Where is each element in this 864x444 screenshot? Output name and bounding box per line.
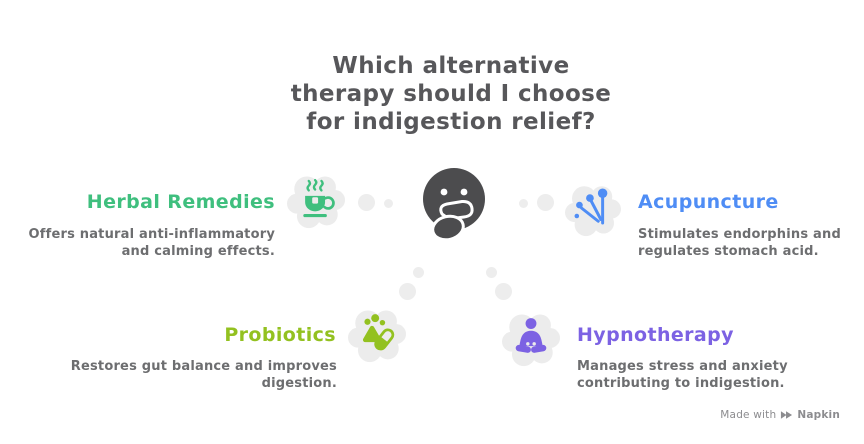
thought-dot (399, 283, 416, 300)
page-title: Which alternative therapy should I choos… (221, 52, 681, 136)
acupuncture-thought-cloud (565, 186, 621, 237)
probiotic-capsule-icon (362, 314, 395, 351)
made-with-napkin-watermark: Made with Napkin (720, 409, 840, 421)
napkin-logo-icon (781, 411, 793, 419)
made-with-label: Made with (720, 409, 777, 421)
probiotics-thought-cloud (348, 310, 406, 363)
therapy-desc-acupuncture: Stimulates endorphins and regulates stom… (638, 227, 841, 259)
tea-cup-icon (303, 178, 335, 218)
thought-dot (358, 194, 375, 211)
therapy-desc-hypnotherapy: Manages stress and anxiety contributing … (577, 359, 788, 391)
thought-dot (384, 199, 393, 208)
thought-dot (495, 283, 512, 300)
title-line-3: for indigestion relief? (306, 109, 596, 135)
meditation-person-icon (515, 318, 547, 353)
title-line-1: Which alternative (332, 53, 570, 79)
therapy-desc-herbal-remedies: Offers natural anti-inflammatory and cal… (28, 227, 275, 259)
right-eye (460, 188, 468, 196)
hand-on-chin (431, 199, 474, 242)
thinking-face-icon (423, 168, 485, 242)
acupuncture-needles-icon (574, 188, 608, 225)
thought-dot (413, 267, 424, 278)
napkin-brand-label: Napkin (797, 409, 840, 421)
hypnotherapy-thought-cloud (502, 314, 560, 367)
therapy-desc-probiotics: Restores gut balance and improves digest… (70, 359, 337, 391)
therapy-title-herbal-remedies: Herbal Remedies (86, 191, 275, 213)
thought-dot (537, 194, 554, 211)
thought-dot (519, 199, 528, 208)
herbal-thought-cloud (287, 176, 345, 229)
title-line-2: therapy should I choose (290, 81, 612, 107)
left-eye (440, 188, 448, 196)
cloud-puff (565, 186, 621, 237)
thought-dot (486, 267, 497, 278)
therapy-title-hypnotherapy: Hypnotherapy (577, 324, 734, 346)
therapy-title-probiotics: Probiotics (224, 324, 336, 346)
therapy-title-acupuncture: Acupuncture (638, 191, 779, 213)
